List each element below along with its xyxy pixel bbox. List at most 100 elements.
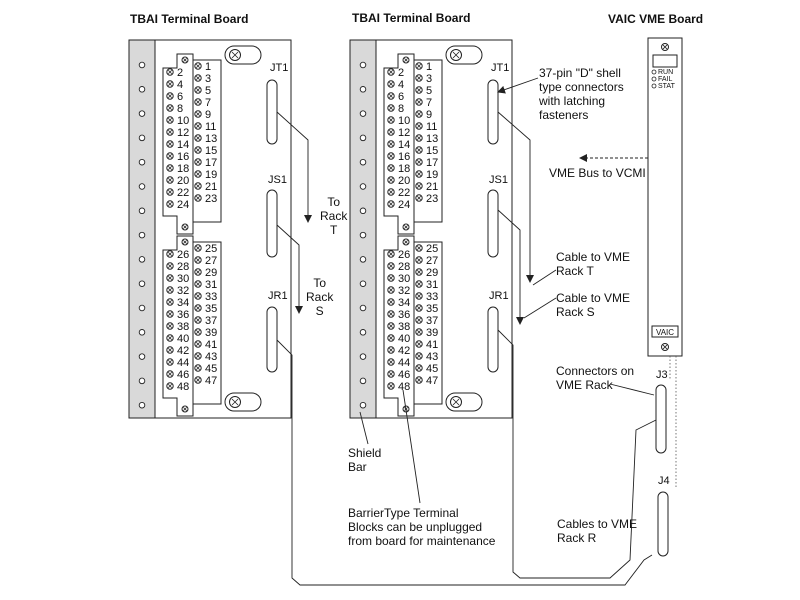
board2-terminal-10: 10 bbox=[398, 115, 410, 127]
board2-term-screw-cross bbox=[416, 99, 422, 105]
board2-term-screw-cross bbox=[388, 153, 394, 159]
board1-term-screw-cross bbox=[195, 75, 201, 81]
board2-shield-hole bbox=[359, 110, 367, 117]
board1-block-tab-screw-cross bbox=[183, 58, 187, 62]
connectors-pointer bbox=[609, 383, 655, 396]
board1-terminal-39: 39 bbox=[205, 327, 217, 339]
cable-t-pointer bbox=[532, 269, 557, 286]
vme-board-title: VAIC VME Board bbox=[608, 12, 704, 26]
board1-term-screw-cross bbox=[167, 153, 173, 159]
board2-term-screw-cross bbox=[416, 377, 422, 383]
board1-terminal-48: 48 bbox=[177, 381, 189, 393]
board2-terminal-37: 37 bbox=[426, 315, 438, 327]
board2-terminal-38: 38 bbox=[398, 321, 410, 333]
board1-terminal-32: 32 bbox=[177, 285, 189, 297]
board1-js1-connector bbox=[266, 189, 278, 258]
board1-term-screw-cross bbox=[167, 69, 173, 75]
board1-terminal-29: 29 bbox=[205, 267, 217, 279]
board1-terminal-44: 44 bbox=[177, 357, 189, 369]
board2-term-screw-cross bbox=[388, 129, 394, 135]
board2-shield-hole bbox=[359, 256, 367, 263]
board2-terminal-23: 23 bbox=[426, 193, 438, 205]
board2-term-screw-cross bbox=[388, 117, 394, 123]
board1-terminal-25: 25 bbox=[205, 243, 217, 255]
board2-terminal-5: 5 bbox=[426, 85, 432, 97]
board2-terminal-39: 39 bbox=[426, 327, 438, 339]
to-rack-s-label: To Rack S bbox=[306, 276, 334, 318]
board2-terminal-47: 47 bbox=[426, 375, 438, 387]
barrier-blocks-label: BarrierType Terminal Blocks can be unplu… bbox=[348, 506, 496, 548]
board1-terminal-7: 7 bbox=[205, 97, 211, 109]
board2-terminal-9: 9 bbox=[426, 109, 432, 121]
board2-terminal-16: 16 bbox=[398, 151, 410, 163]
board2-term-screw-cross bbox=[388, 371, 394, 377]
vme-bus-label: VME Bus to VCMI bbox=[549, 166, 646, 180]
board2-term-screw-cross bbox=[416, 245, 422, 251]
j3-connector bbox=[655, 384, 667, 454]
board1-block-tab-screw-cross bbox=[183, 240, 187, 244]
board2-terminal-8: 8 bbox=[398, 103, 404, 115]
board2-term-screw-cross bbox=[388, 287, 394, 293]
board2-shield-hole bbox=[359, 86, 367, 93]
board2-term-screw-cross bbox=[388, 323, 394, 329]
board2-shield-hole bbox=[359, 353, 367, 360]
board1-terminal-36: 36 bbox=[177, 309, 189, 321]
board1-term-screw-cross bbox=[195, 293, 201, 299]
board1-shield-bar bbox=[128, 39, 156, 419]
cable-board1-js1 bbox=[276, 224, 303, 314]
board1-terminal-13: 13 bbox=[205, 133, 217, 145]
board1-terminal-47: 47 bbox=[205, 375, 217, 387]
board2-bottom-screw-cross bbox=[452, 398, 460, 406]
board2-term-screw-cross bbox=[416, 135, 422, 141]
vme-led-label-fail: FAIL bbox=[658, 76, 673, 83]
board1-term-screw-cross bbox=[195, 123, 201, 129]
board2-terminal-36: 36 bbox=[398, 309, 410, 321]
board2-term-screw-cross bbox=[388, 189, 394, 195]
board2-shield-hole bbox=[359, 158, 367, 166]
board1-terminal-14: 14 bbox=[177, 139, 189, 151]
board2-terminal-44: 44 bbox=[398, 357, 410, 369]
board1-terminal-43: 43 bbox=[205, 351, 217, 363]
board2-terminal-14: 14 bbox=[398, 139, 410, 151]
board1-term-screw-cross bbox=[195, 159, 201, 165]
board1-term-screw-cross bbox=[195, 353, 201, 359]
board1-term-screw-cross bbox=[167, 335, 173, 341]
board1-terminal-17: 17 bbox=[205, 157, 217, 169]
board1-shield-hole bbox=[138, 110, 146, 117]
board1-terminal-40: 40 bbox=[177, 333, 189, 345]
board1-shield-hole bbox=[138, 231, 146, 239]
board2-term-screw-cross bbox=[416, 257, 422, 263]
board1-shield-hole bbox=[138, 280, 146, 287]
board2-term-screw-cross bbox=[416, 305, 422, 311]
board2-terminal-12: 12 bbox=[398, 127, 410, 139]
board2-term-screw-cross bbox=[416, 293, 422, 299]
vme-led-stat bbox=[651, 83, 657, 89]
cable-board2-jr1 bbox=[497, 329, 657, 579]
board2-terminal-19: 19 bbox=[426, 169, 438, 181]
board2-terminal-25: 25 bbox=[426, 243, 438, 255]
board1-shield-hole bbox=[138, 86, 146, 93]
board1-term-screw-cross bbox=[167, 201, 173, 207]
board2-term-screw-cross bbox=[388, 141, 394, 147]
vme-led-fail bbox=[651, 76, 657, 82]
board1-term-screw-cross bbox=[167, 81, 173, 87]
board1-shield-hole bbox=[138, 329, 146, 336]
board1-term-screw-cross bbox=[195, 329, 201, 335]
board2-term-screw-cross bbox=[388, 275, 394, 281]
board2-terminal-48: 48 bbox=[398, 381, 410, 393]
board2-term-screw-cross bbox=[388, 311, 394, 317]
board2-terminal-21: 21 bbox=[426, 181, 438, 193]
cable-rack-t-label: Cable to VME Rack T bbox=[556, 250, 631, 278]
board1-block-tab-screw-cross bbox=[183, 407, 187, 411]
board1-terminal-34: 34 bbox=[177, 297, 189, 309]
board2-shield-hole bbox=[359, 231, 367, 239]
board1-terminal-33: 33 bbox=[205, 291, 217, 303]
board1-term-screw-cross bbox=[195, 111, 201, 117]
board2-terminal-4: 4 bbox=[398, 79, 404, 91]
board2-term-screw-cross bbox=[388, 299, 394, 305]
shield-bar-pointer bbox=[359, 411, 369, 445]
board2-shield-hole bbox=[359, 304, 367, 312]
cable-board2-jt1 bbox=[497, 111, 534, 283]
board1-jt1-connector bbox=[266, 79, 278, 145]
board2-term-screw-cross bbox=[388, 347, 394, 353]
